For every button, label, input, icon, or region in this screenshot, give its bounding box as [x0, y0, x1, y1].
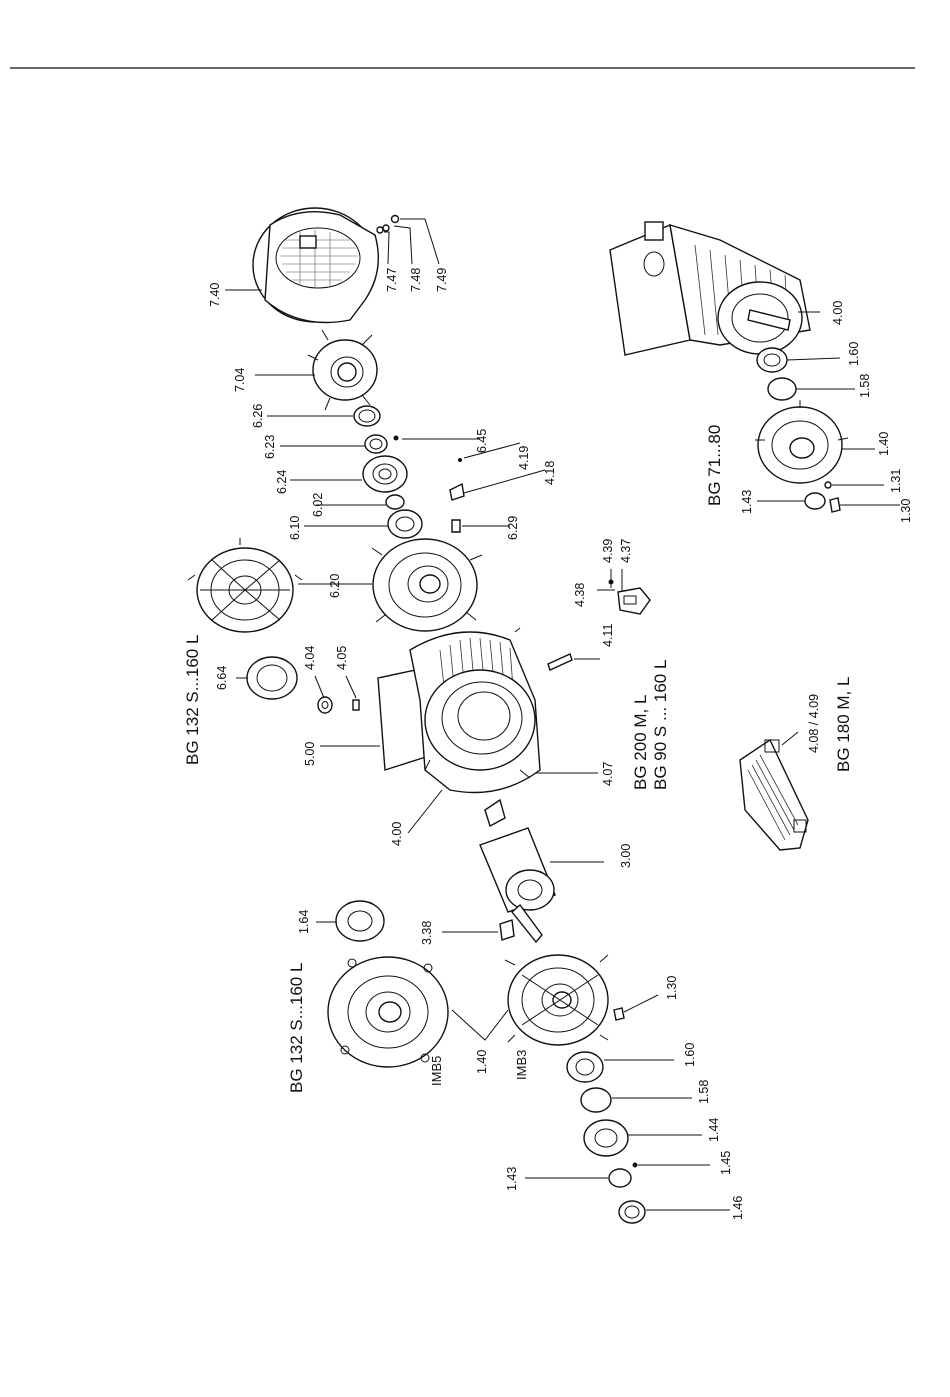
label-623: 6.23	[263, 435, 277, 459]
endshield-620	[371, 538, 483, 632]
label-r131: 1.31	[889, 469, 903, 493]
label-626: 6.26	[251, 404, 265, 428]
endshield-imb3	[504, 954, 609, 1046]
label-140: 1.40	[475, 1050, 489, 1074]
label-749: 7.49	[435, 268, 449, 292]
label-748: 7.48	[409, 268, 423, 292]
leader-lines	[225, 218, 900, 1211]
label-143: 1.43	[505, 1167, 519, 1191]
label-338: 3.38	[420, 921, 434, 945]
label-146: 1.46	[731, 1196, 745, 1220]
label-610: 6.10	[288, 516, 302, 540]
label-r160: 1.60	[847, 342, 861, 366]
label-160: 1.60	[683, 1043, 697, 1067]
label-144: 1.44	[707, 1118, 721, 1142]
bearing-160	[566, 1051, 604, 1083]
group-bg90: BG 90 S ... 160 L	[651, 660, 670, 790]
label-164: 1.64	[297, 910, 311, 934]
label-408: 4.08 / 4.09	[807, 694, 821, 753]
cowl-screws	[376, 214, 400, 234]
label-r158: 1.58	[858, 374, 872, 398]
group-bg200: BG 200 M, L	[631, 695, 650, 790]
ring-602	[385, 494, 405, 510]
part-labels: 7.40 7.47 7.48 7.49 7.04 6.26 6.23 6.45 …	[208, 268, 913, 1220]
group-imb5: IMB5	[429, 1056, 444, 1086]
key-338	[499, 919, 515, 941]
ring-146	[618, 1200, 646, 1224]
group-bg132-top: BG 132 S...160 L	[183, 635, 202, 765]
ring-r143	[804, 492, 826, 510]
label-629: 6.29	[506, 516, 520, 540]
ring-r158	[767, 377, 797, 401]
eyebolt-404	[317, 696, 333, 714]
cover-164	[335, 900, 385, 942]
label-411: 4.11	[601, 624, 615, 647]
bearing-r160	[756, 347, 788, 373]
fan	[307, 329, 378, 411]
endshield-620-variant	[187, 538, 303, 633]
label-130: 1.30	[665, 976, 679, 1000]
flange-imb5	[327, 956, 449, 1068]
label-r143: 1.43	[740, 490, 754, 514]
ring-626	[353, 405, 381, 427]
bolt-411	[547, 653, 573, 671]
label-437: 4.37	[619, 539, 633, 563]
label-404: 4.04	[303, 646, 317, 670]
label-419: 4.19	[517, 446, 531, 470]
label-r140: 1.40	[877, 432, 891, 456]
screw-629	[451, 519, 461, 533]
fan-cowl	[252, 207, 380, 324]
screw-130	[613, 1007, 625, 1021]
label-645: 6.45	[475, 429, 489, 453]
label-602: 6.02	[311, 493, 325, 517]
housing-part-408	[739, 738, 809, 851]
label-418: 4.18	[543, 461, 557, 485]
label-500: 5.00	[303, 742, 317, 766]
washer-405	[352, 699, 360, 711]
label-620: 6.20	[328, 574, 342, 598]
label-405: 4.05	[335, 646, 349, 670]
part-r131	[824, 481, 832, 489]
label-740: 7.40	[208, 283, 222, 307]
bearing-cover-624	[362, 455, 408, 493]
group-bg71: BG 71...80	[705, 425, 724, 506]
label-407: 4.07	[601, 762, 615, 786]
label-r400: 4.00	[831, 301, 845, 325]
label-400: 4.00	[390, 822, 404, 846]
cover-664	[246, 656, 298, 700]
terminal-block-437	[608, 579, 651, 615]
ring-623	[364, 434, 388, 454]
ring-158	[580, 1087, 612, 1113]
label-704: 7.04	[233, 368, 247, 392]
label-438: 4.38	[573, 583, 587, 607]
label-r130: 1.30	[899, 499, 913, 523]
group-bg180: BG 180 M, L	[834, 677, 853, 772]
group-bg132-bottom: BG 132 S...160 L	[287, 963, 306, 1093]
bearing-610	[387, 509, 423, 539]
label-145: 1.45	[719, 1151, 733, 1175]
label-158: 1.58	[697, 1080, 711, 1104]
label-664: 6.64	[215, 666, 229, 690]
ring-143	[608, 1168, 632, 1188]
label-300: 3.00	[619, 844, 633, 868]
stator-housing	[377, 627, 541, 794]
label-439: 4.39	[601, 539, 615, 563]
clip-418	[449, 482, 465, 501]
screw-r130	[829, 497, 841, 513]
cover-144	[583, 1119, 629, 1157]
label-747: 7.47	[385, 268, 399, 292]
small-motor	[609, 221, 811, 356]
endshield-r140	[755, 400, 849, 484]
label-624: 6.24	[275, 470, 289, 494]
group-labels: BG 132 S...160 L BG 200 M, L BG 90 S ...…	[183, 425, 853, 1093]
group-imb3: IMB3	[514, 1050, 529, 1080]
rotor	[479, 798, 556, 944]
